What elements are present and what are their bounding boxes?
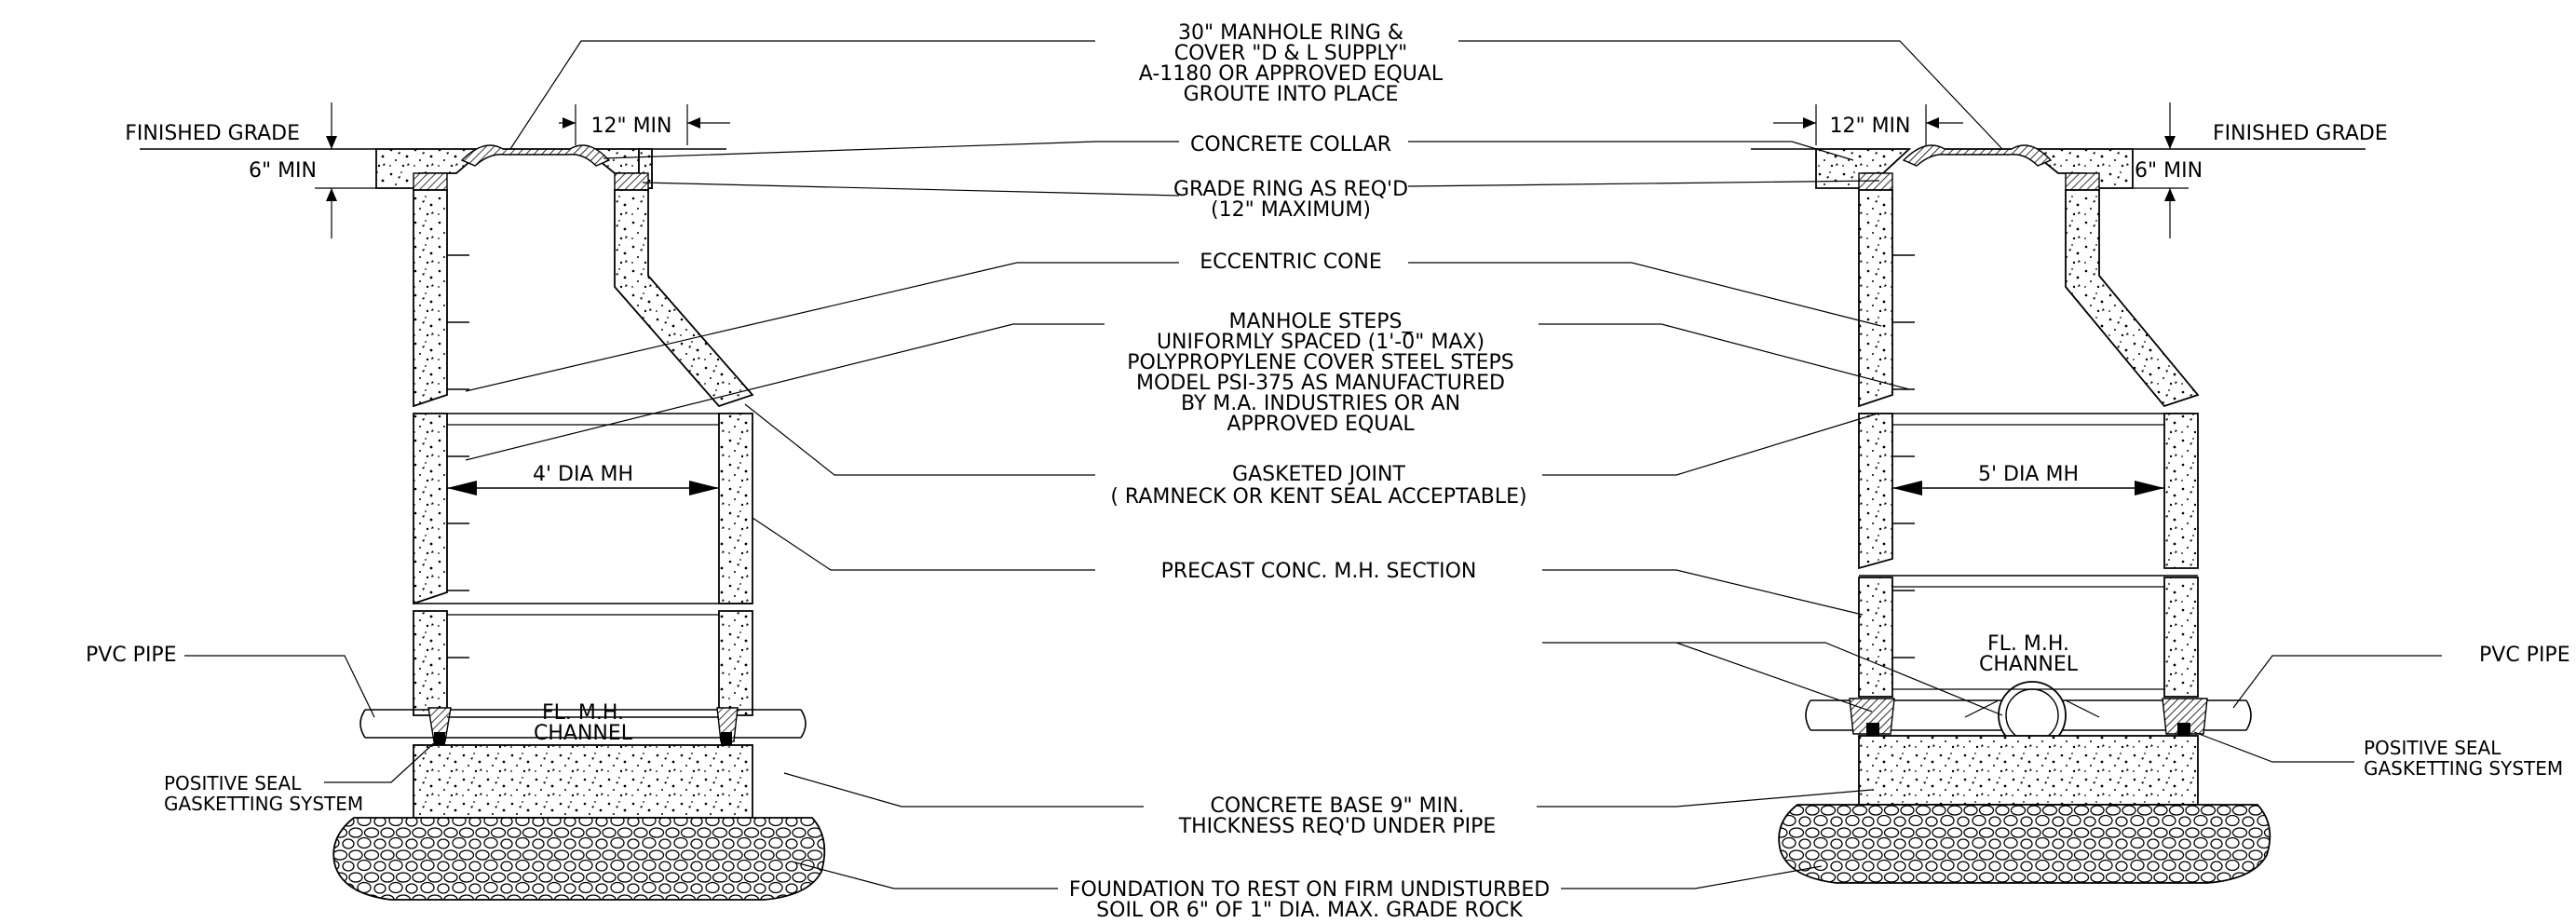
callout-joint: GASKETED JOINT ( RAMNECK OR KENT SEAL AC… (1110, 463, 1526, 509)
callout-ring-cover-line-2: COVER "D & L SUPPLY" (1174, 42, 1407, 65)
left-precast-section (413, 413, 448, 605)
left-pvc-pipe (359, 707, 807, 745)
callout-collar: CONCRETE COLLAR (1190, 133, 1391, 156)
right-pipe-label: PVC PIPE (2479, 644, 2570, 667)
callout-cone: ECCENTRIC CONE (1200, 251, 1382, 274)
right-collar-width-label: 12" MIN (1829, 115, 1910, 138)
left-grade-ring (413, 172, 448, 191)
callout-ring-cover-line-4: GROUTE INTO PLACE (1184, 83, 1399, 106)
left-manhole-steps (447, 254, 469, 658)
callout-steps-line-2: UNIFORMLY SPACED (1'-0" MAX) (1157, 331, 1485, 354)
right-gasket-label-2: GASKETTING SYSTEM (2364, 757, 2563, 780)
callout-steps-line-1: MANHOLE STEPS_ (1228, 310, 1413, 333)
right-concrete-base (1858, 735, 2199, 806)
callout-base-line-1: CONCRETE BASE 9" MIN. (1210, 794, 1464, 818)
left-collar-width-label: 12" MIN (590, 115, 671, 138)
callout-grade-ring-line-2: (12" MAXIMUM) (1211, 198, 1371, 222)
callout-steps-line-4: MODEL PSI-375 AS MANUFACTURED (1136, 372, 1505, 395)
callout-base: CONCRETE BASE 9" MIN. THICKNESS REQ'D UN… (1178, 794, 1497, 838)
right-eccentric-cone (1858, 189, 1893, 408)
callout-grade-ring: GRADE RING AS REQ'D (12" MAXIMUM) (1173, 178, 1408, 222)
left-manhole (140, 102, 826, 901)
right-manhole-steps (1892, 254, 1915, 658)
callout-foundation-line-1: FOUNDATION TO REST ON FIRM UNDISTURBED (1069, 878, 1550, 902)
callout-steps-line-6: APPROVED EQUAL (1227, 413, 1415, 436)
right-grade-ring (1858, 172, 1893, 191)
right-manhole (1751, 102, 2366, 884)
callout-section: PRECAST CONC. M.H. SECTION (1161, 560, 1477, 583)
callout-ring-cover: 30" MANHOLE RING & COVER "D & L SUPPLY" … (1139, 21, 1444, 106)
leader-lines (184, 40, 2442, 889)
left-eccentric-cone (413, 189, 448, 408)
right-precast-section (1858, 413, 1893, 570)
left-concrete-base (413, 744, 753, 819)
left-channel-label-2: CHANNEL (534, 722, 633, 745)
left-foundation-rock (332, 817, 826, 901)
right-channel-label-2: CHANNEL (1979, 653, 2079, 676)
callout-steps-line-5: BY M.A. INDUSTRIES OR AN (1181, 392, 1460, 415)
callout-foundation: FOUNDATION TO REST ON FIRM UNDISTURBED S… (1069, 878, 1550, 922)
left-ring-cover (460, 144, 611, 167)
left-gasket-label-2: GASKETTING SYSTEM (164, 793, 363, 815)
left-diameter-label: 4' DIA MH (533, 463, 633, 486)
right-finished-grade-label: FINISHED GRADE (2213, 122, 2388, 145)
left-gasket-label-1: POSITIVE SEAL (164, 772, 302, 794)
right-diameter-label: 5' DIA MH (1978, 463, 2079, 486)
right-channel-label-1: FL. M.H. (1987, 632, 2069, 656)
callout-steps: MANHOLE STEPS_ UNIFORMLY SPACED (1'-0" M… (1127, 310, 1513, 436)
left-channel-label-1: FL. M.H. (542, 701, 624, 725)
callout-joint-line-1: GASKETED JOINT (1232, 463, 1405, 486)
callout-base-line-2: THICKNESS REQ'D UNDER PIPE (1178, 815, 1497, 838)
left-finished-grade-label: FINISHED GRADE (125, 122, 300, 145)
right-foundation-rock (1778, 804, 2271, 884)
callout-ring-cover-line-3: A-1180 OR APPROVED EQUAL (1139, 62, 1444, 86)
left-pipe-label: PVC PIPE (86, 644, 177, 667)
right-collar-thickness-label: 6" MIN (2135, 159, 2203, 183)
left-collar-thickness-label: 6" MIN (249, 159, 317, 183)
right-gasket-label-1: POSITIVE SEAL (2364, 737, 2501, 759)
callout-grade-ring-line-1: GRADE RING AS REQ'D (1173, 178, 1408, 201)
callout-foundation-line-2: SOIL OR 6" OF 1" DIA. MAX. GRADE ROCK (1096, 899, 1523, 922)
right-ring-cover (1902, 144, 2053, 167)
callout-ring-cover-line-1: 30" MANHOLE RING & (1178, 21, 1403, 45)
callout-joint-line-2: ( RAMNECK OR KENT SEAL ACCEPTABLE) (1110, 485, 1526, 509)
callout-steps-line-3: POLYPROPYLENE COVER STEEL STEPS (1127, 351, 1513, 374)
